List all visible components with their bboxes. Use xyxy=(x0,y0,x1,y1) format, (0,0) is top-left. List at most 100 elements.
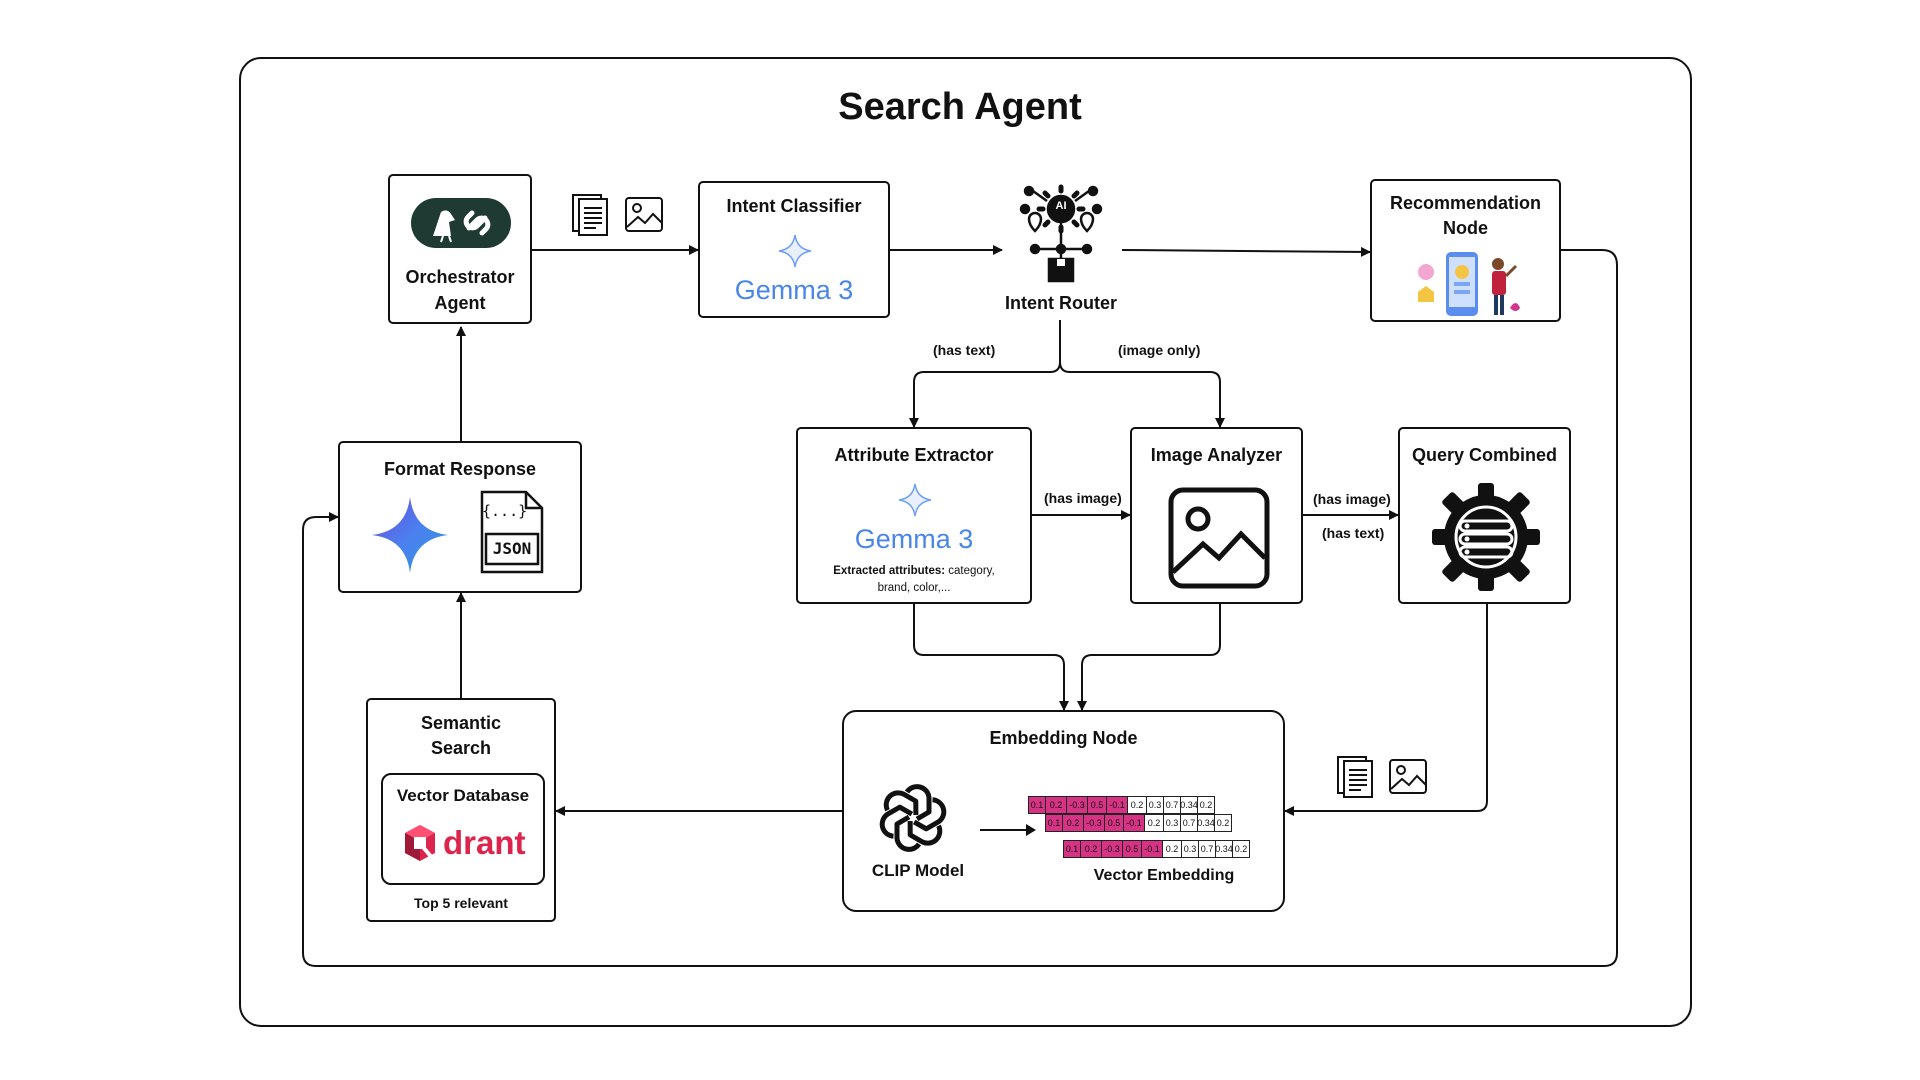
format-response-node: Format Response {...} JSON xyxy=(338,441,582,593)
vector-cell: 0.2 xyxy=(1045,796,1067,814)
vector-cell: 0.34 xyxy=(1215,840,1233,858)
intent-classifier-node: Intent Classifier Gemma 3 xyxy=(698,181,890,318)
vector-cell: -0.1 xyxy=(1123,814,1145,832)
vector-cell: 0.1 xyxy=(1063,840,1081,858)
image-analyzer-node: Image Analyzer xyxy=(1130,427,1303,604)
gemma-model-label: Gemma 3 xyxy=(854,524,974,554)
intent-router-icon: AI xyxy=(1019,183,1103,290)
gemma-sparkle-icon xyxy=(897,482,933,523)
semantic-search-label-1: Semantic xyxy=(420,713,502,733)
vector-cell: 0.7 xyxy=(1163,796,1181,814)
qdrant-logo-icon xyxy=(403,823,437,868)
router-ai-text: AI xyxy=(1055,200,1067,212)
vector-cell: -0.3 xyxy=(1083,814,1105,832)
note-bold: Extracted attributes: xyxy=(833,565,946,577)
vector-cell: 0.2 xyxy=(1062,814,1084,832)
image-analyzer-label: Image Analyzer xyxy=(1150,445,1283,465)
image-analyzer-icon xyxy=(1167,486,1271,595)
recommendation-illustration-icon xyxy=(1412,248,1522,327)
vector-cell: 0.2 xyxy=(1127,796,1147,814)
orchestrator-agent-node: Orchestrator Agent xyxy=(388,174,532,324)
note-line2: brand, color,... xyxy=(877,582,951,594)
recommendation-label-2: Node xyxy=(1443,218,1488,238)
semantic-search-node: Semantic Search Vector Database drant To… xyxy=(366,698,556,922)
format-response-label: Format Response xyxy=(383,459,537,479)
edge-query-to-embedding xyxy=(1284,604,1488,816)
gemini-star-icon xyxy=(370,495,450,580)
embedding-node-label: Embedding Node xyxy=(989,728,1138,748)
vector-cell: 0.2 xyxy=(1214,814,1232,832)
orchestrator-logo-icon xyxy=(411,198,511,248)
vector-cell: -0.3 xyxy=(1066,796,1088,814)
top-relevant-note: Top 5 relevant xyxy=(414,895,508,911)
vector-cell: 0.3 xyxy=(1181,840,1199,858)
attribute-extractor-label: Attribute Extractor xyxy=(834,445,994,465)
vector-cell: -0.3 xyxy=(1101,840,1123,858)
vector-cell: 0.2 xyxy=(1162,840,1182,858)
vector-cell: 0.2 xyxy=(1232,840,1250,858)
edge-recommendation-to-format xyxy=(302,249,1618,967)
json-file-icon: {...} JSON xyxy=(480,490,544,574)
edge-label-has-text-router: (has text) xyxy=(933,342,996,358)
vector-cell: 0.7 xyxy=(1180,814,1198,832)
edge-image-to-embedding xyxy=(1077,604,1221,711)
json-text: JSON xyxy=(492,539,532,558)
vector-cell: 0.1 xyxy=(1045,814,1063,832)
vector-cell: 0.2 xyxy=(1144,814,1164,832)
vector-cell: 0.5 xyxy=(1122,840,1142,858)
vector-cell: 0.1 xyxy=(1028,796,1046,814)
edge-attribute-to-embedding xyxy=(913,604,1069,711)
semantic-search-label-2: Search xyxy=(430,738,492,758)
orchestrator-label-1: Orchestrator xyxy=(405,267,515,287)
image-icon xyxy=(624,196,664,239)
recommendation-label-1: Recommendation xyxy=(1389,193,1542,213)
qdrant-brand-text: drant xyxy=(443,824,526,861)
edge-label-image-only: (image only) xyxy=(1118,342,1201,358)
note-rest: category, xyxy=(945,565,995,577)
edge-router-to-recommendation xyxy=(1121,246,1371,257)
vector-cell: 0.7 xyxy=(1198,840,1216,858)
query-combined-label: Query Combined xyxy=(1411,445,1558,465)
edge-router-to-attribute xyxy=(909,320,1061,428)
vector-cell: 0.5 xyxy=(1087,796,1107,814)
document-icon xyxy=(1334,755,1378,804)
recommendation-node: Recommendation Node xyxy=(1370,179,1561,322)
orchestrator-label-2: Agent xyxy=(434,293,486,313)
vector-cell: 0.3 xyxy=(1163,814,1181,832)
vector-cell: 0.34 xyxy=(1180,796,1198,814)
clip-model-label: CLIP Model xyxy=(871,861,965,880)
vector-cell: 0.5 xyxy=(1104,814,1124,832)
vector-cell: 0.2 xyxy=(1080,840,1102,858)
vector-cell: -0.1 xyxy=(1106,796,1128,814)
outer-frame xyxy=(239,57,1692,1027)
vector-cell: -0.1 xyxy=(1141,840,1163,858)
openai-logo-icon xyxy=(878,782,948,859)
edge-label-has-image-attr: (has image) xyxy=(1044,490,1122,506)
vector-database-box: Vector Database drant xyxy=(381,773,545,885)
query-combined-node: Query Combined xyxy=(1398,427,1571,604)
document-icon xyxy=(569,193,613,242)
vector-cell: 0.3 xyxy=(1146,796,1164,814)
gemma-model-label: Gemma 3 xyxy=(734,275,854,305)
edge-router-to-image xyxy=(1059,361,1225,428)
attribute-extractor-node: Attribute Extractor Gemma 3 Extracted at… xyxy=(796,427,1032,604)
json-braces-text: {...} xyxy=(482,502,528,520)
image-icon xyxy=(1388,758,1428,801)
intent-classifier-label: Intent Classifier xyxy=(726,196,862,216)
diagram-title: Search Agent xyxy=(838,86,1082,128)
vector-database-label: Vector Database xyxy=(396,786,530,805)
vector-embedding-label: Vector Embedding xyxy=(1093,867,1235,884)
edge-label-has-image-img: (has image) xyxy=(1313,491,1391,507)
edge-label-has-text-img: (has text) xyxy=(1322,525,1385,541)
query-gear-icon xyxy=(1430,481,1542,598)
intent-router-label: Intent Router xyxy=(1005,293,1117,313)
vector-cell: 0.2 xyxy=(1197,796,1215,814)
vector-cell: 0.34 xyxy=(1197,814,1215,832)
extracted-attributes-note: Extracted attributes: category, brand, c… xyxy=(804,563,1024,597)
